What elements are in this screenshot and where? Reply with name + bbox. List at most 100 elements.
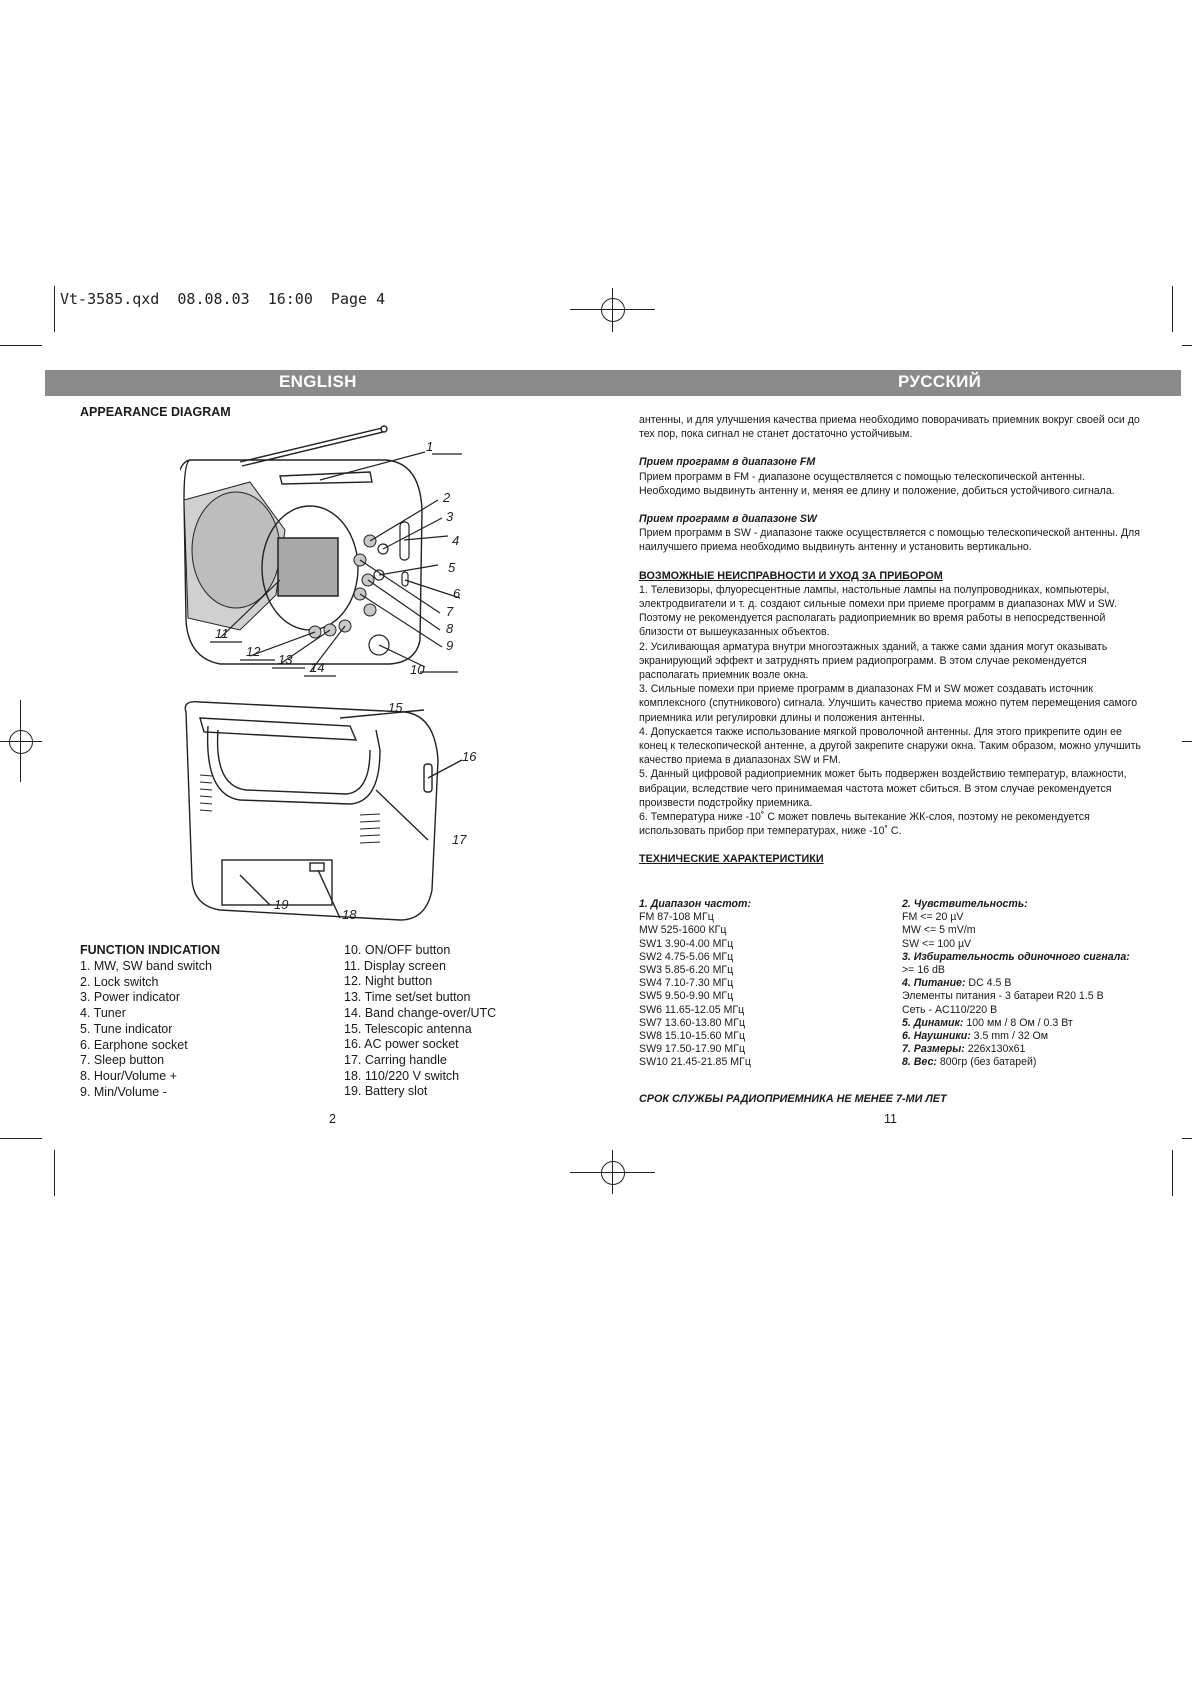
list-item: 3. Power indicator	[80, 990, 181, 1005]
sw-title: Прием программ в диапазоне SW	[639, 513, 817, 526]
weight-title: 8. Вес:	[902, 1056, 937, 1069]
fm-title: Прием программ в диапазоне FM	[639, 456, 816, 469]
list-item: 4. Tuner	[80, 1006, 126, 1021]
spec-left-column: 1. Диапазон частот: FM 87-108 МГц MW 525…	[639, 898, 879, 1070]
list-item: 13. Time set/set button	[344, 990, 471, 1005]
list-item: SW1 3.90-4.00 МГц	[639, 937, 734, 950]
spec-right-column: 2. Чувствительность: FM <= 20 µV MW <= 5…	[902, 898, 1172, 1070]
list-item: SW <= 100 µV	[902, 937, 972, 950]
weight-value: 800гр (без батарей)	[936, 1056, 1037, 1069]
care-item: 5. Данный цифровой радиоприемник может б…	[639, 768, 1127, 809]
speaker-value: 100 мм / 8 Ом / 0.3 Вт	[963, 1016, 1073, 1029]
care-item: 6. Температура ниже -10˚ С может повлечь…	[639, 811, 1090, 838]
freq-title: 1. Диапазон частот:	[639, 898, 751, 910]
power-value: DC 4.5 В	[965, 977, 1012, 990]
english-header: ENGLISH	[279, 372, 357, 391]
function-list-left: 1. MW, SW band switch 2. Lock switch 3. …	[80, 959, 212, 1100]
page-number-right: 11	[884, 1112, 897, 1126]
list-item: 18. 110/220 V switch	[344, 1068, 460, 1083]
headphones-row: 6. Наушники: 3.5 mm / 32 Ом	[902, 1030, 1172, 1043]
list-item: 7. Sleep button	[80, 1053, 165, 1068]
sw-paragraph: Прием программ в SW - диапазоне также ос…	[639, 527, 1140, 554]
callout-14: 14	[310, 660, 324, 675]
speaker-title: 5. Динамик:	[902, 1016, 964, 1029]
callout-5: 5	[448, 560, 456, 575]
function-indication-title: FUNCTION INDICATION	[80, 943, 221, 957]
list-item: SW2 4.75-5.06 МГц	[639, 950, 734, 963]
callout-2: 2	[442, 490, 451, 505]
callout-4: 4	[452, 533, 459, 548]
callout-15: 15	[388, 700, 403, 715]
callout-8: 8	[446, 621, 454, 636]
care-item: 2. Усиливающая арматура внутри многоэтаж…	[639, 640, 1108, 682]
list-item: 12. Night button	[344, 974, 433, 989]
list-item: 16. AC power socket	[344, 1037, 459, 1052]
callout-11: 11	[215, 626, 229, 641]
list-item: 8. Hour/Volume +	[80, 1068, 177, 1083]
callout-1: 1	[426, 439, 433, 454]
headphones-title: 6. Наушники:	[902, 1030, 971, 1043]
fm-paragraph: Прием программ в FM - диапазоне осуществ…	[639, 470, 1115, 497]
headphones-value: 3.5 mm / 32 Ом	[970, 1030, 1049, 1043]
selectivity-title: 3. Избирательность одиночного сигнала:	[902, 950, 1130, 963]
list-item: 19. Battery slot	[344, 1084, 428, 1099]
list-item: FM <= 20 µV	[902, 911, 964, 924]
power-batteries: Элементы питания - 3 батареи R20 1.5 В	[902, 990, 1104, 1003]
list-item: SW7 13.60-13.80 МГц	[639, 1016, 746, 1029]
appearance-diagram-title: APPEARANCE DIAGRAM	[80, 405, 231, 419]
list-item: 5. Tune indicator	[80, 1021, 173, 1036]
callout-19: 19	[274, 897, 288, 912]
list-item: SW5 9.50-9.90 МГц	[639, 990, 734, 1003]
power-title: 4. Питание:	[902, 977, 966, 990]
list-item: 17. Carring handle	[344, 1052, 447, 1067]
callout-10: 10	[410, 662, 425, 677]
callout-9: 9	[446, 638, 453, 653]
weight-row: 8. Вес: 800гр (без батарей)	[902, 1056, 1172, 1069]
care-item: 3. Сильные помехи при приеме программ в …	[639, 683, 1138, 724]
intro-paragraph: антенны, и для улучшения качества приема…	[639, 414, 1140, 441]
power-ac: Сеть - AC110/220 В	[902, 1003, 998, 1016]
speaker-row: 5. Динамик: 100 мм / 8 Ом / 0.3 Вт	[902, 1017, 1172, 1030]
list-item: SW8 15.10-15.60 МГц	[639, 1030, 746, 1043]
dimensions-title: 7. Размеры:	[902, 1043, 965, 1056]
print-slug: Vt-3585.qxd 08.08.03 16:00 Page 4	[60, 290, 386, 308]
list-item: 14. Band change-over/UTC	[344, 1005, 497, 1020]
power-row: 4. Питание: DC 4.5 В	[902, 977, 1172, 990]
callout-12: 12	[246, 644, 261, 659]
care-item: 4. Допускается также использование мягко…	[639, 725, 1141, 767]
list-item: 2. Lock switch	[80, 974, 159, 989]
callout-7: 7	[446, 604, 454, 619]
callout-13: 13	[278, 652, 293, 667]
list-item: 10. ON/OFF button	[344, 943, 451, 957]
callout-3: 3	[446, 509, 454, 524]
service-life-note: СРОК СЛУЖБЫ РАДИОПРИЕМНИКА НЕ МЕНЕЕ 7-МИ…	[639, 1093, 947, 1105]
dimensions-value: 226x130x61	[964, 1043, 1026, 1056]
list-item: SW3 5.85-6.20 МГц	[639, 964, 734, 977]
care-title: ВОЗМОЖНЫЕ НЕИСПРАВНОСТИ И УХОД ЗА ПРИБОР…	[639, 569, 943, 582]
list-item: SW4 7.10-7.30 МГц	[639, 977, 734, 990]
list-item: MW 525-1600 КГц	[639, 924, 727, 937]
list-item: SW6 11.65-12.05 МГц	[639, 1003, 745, 1016]
list-item: 9. Min/Volume -	[80, 1084, 167, 1099]
list-item: 1. MW, SW band switch	[80, 959, 212, 973]
callout-6: 6	[453, 586, 461, 601]
list-item: SW10 21.45-21.85 МГц	[639, 1056, 751, 1069]
selectivity-value: >= 16 dB	[902, 964, 946, 977]
callout-16: 16	[462, 749, 477, 764]
radio-diagram: 1 2 3 4 5 6 7 8 9 10 11 12 13 14 15 16 1…	[180, 425, 477, 922]
list-item: 11. Display screen	[344, 958, 446, 973]
list-item: 6. Earphone socket	[80, 1037, 188, 1052]
tech-title: ТЕХНИЧЕСКИЕ ХАРАКТЕРИСТИКИ	[639, 853, 824, 866]
function-list-right: 10. ON/OFF button 11. Display screen 12.…	[344, 943, 496, 1100]
dimensions-row: 7. Размеры: 226x130x61	[902, 1043, 1172, 1056]
page-number-left: 2	[329, 1112, 336, 1126]
russian-body: антенны, и для улучшения качества приема…	[639, 413, 1147, 867]
care-item: 1. Телевизоры, флуоресцентные лампы, нас…	[639, 583, 1118, 639]
callout-17: 17	[452, 832, 467, 847]
list-item: MW <= 5 mV/m	[902, 924, 976, 937]
list-item: SW9 17.50-17.90 МГц	[639, 1043, 746, 1056]
callout-18: 18	[342, 907, 357, 922]
russian-header: РУССКИЙ	[898, 372, 982, 391]
language-header-bar: ENGLISH РУССКИЙ	[45, 370, 1181, 396]
sens-title: 2. Чувствительность:	[902, 898, 1028, 910]
